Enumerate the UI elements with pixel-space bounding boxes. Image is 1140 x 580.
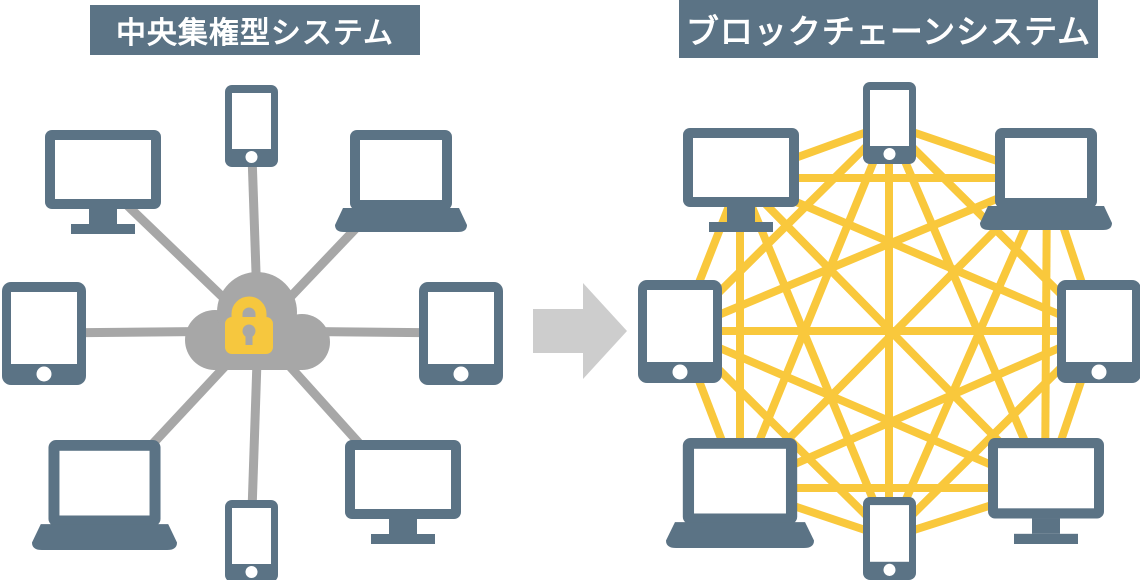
blockchain-monitor-top-left	[683, 128, 799, 232]
desktop-monitor-icon	[45, 130, 161, 234]
central-tablet-right	[419, 282, 503, 385]
central-monitor-bottom-right	[345, 440, 461, 544]
transition-arrow	[530, 280, 630, 382]
blockchain-monitor-bottom-right	[988, 438, 1104, 544]
central-tablet-left	[2, 282, 86, 385]
blockchain-smartphone-bottom	[863, 497, 916, 580]
right-panel-title: ブロックチェーンシステム	[679, 0, 1098, 58]
central-laptop-bottom-left	[32, 440, 177, 550]
desktop-monitor-icon	[988, 438, 1104, 544]
smartphone-icon	[863, 82, 916, 164]
central-smartphone-top	[225, 85, 278, 167]
blockchain-tablet-right	[1057, 280, 1140, 383]
smartphone-icon	[225, 500, 278, 580]
arrow-right-icon	[533, 283, 627, 379]
smartphone-icon	[225, 85, 278, 167]
lock-icon	[225, 296, 273, 354]
laptop-icon	[335, 130, 467, 232]
tablet-icon	[1057, 280, 1140, 383]
laptop-icon	[980, 128, 1112, 230]
blockchain-laptop-top-right	[980, 128, 1112, 230]
central-smartphone-bottom	[225, 500, 278, 580]
blockchain-smartphone-top	[863, 82, 916, 164]
central-monitor-top-left	[45, 130, 161, 234]
central-hub-cloud	[185, 272, 332, 370]
smartphone-icon	[863, 497, 916, 580]
blockchain-laptop-bottom-left	[666, 438, 814, 548]
laptop-icon	[32, 440, 177, 550]
central-laptop-top-right	[335, 130, 467, 232]
laptop-icon	[666, 438, 814, 548]
tablet-icon	[638, 280, 722, 383]
blockchain-tablet-left	[638, 280, 722, 383]
cloud-lock-icon	[185, 272, 330, 370]
desktop-monitor-icon	[345, 440, 461, 544]
desktop-monitor-icon	[683, 128, 799, 232]
left-panel-title: 中央集権型システム	[90, 5, 420, 55]
tablet-icon	[419, 282, 503, 385]
tablet-icon	[2, 282, 86, 385]
